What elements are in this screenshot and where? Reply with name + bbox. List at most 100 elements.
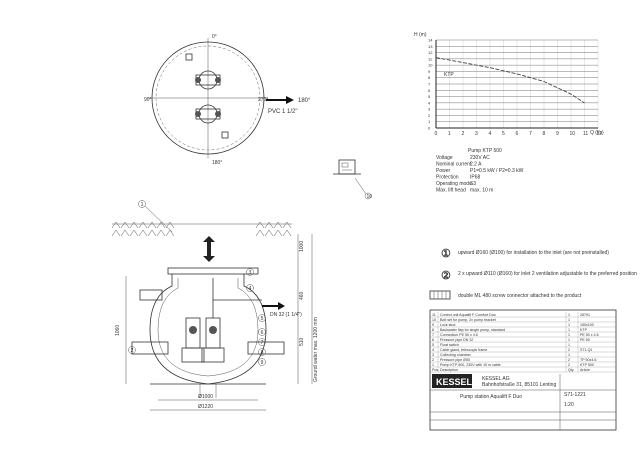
parts-name: Lock stud: [440, 323, 455, 327]
parts-article: 28791: [580, 313, 590, 317]
base-flange-left: [131, 341, 169, 355]
parts-pos: 10: [432, 318, 436, 322]
ground-hatch-mark: [282, 221, 292, 229]
section-callout-circle: [258, 328, 266, 336]
parts-pos: Pos.: [432, 368, 439, 372]
parts-qty: Qty.: [568, 368, 574, 372]
chart-x-tick: 11: [583, 131, 588, 137]
parts-article: 150x100: [580, 323, 594, 327]
ground-hatch-mark: [120, 221, 130, 229]
spec-value: S3: [470, 181, 476, 187]
spec-label: Max. lift head: [436, 188, 466, 194]
parts-article: KTP 500: [580, 363, 594, 367]
chart-y-tick: 7: [428, 82, 431, 87]
parts-article: PE 50 x 4.6: [580, 333, 599, 337]
parts-pos: 4: [432, 348, 434, 352]
section-callout-number: 5: [261, 316, 264, 322]
flow-arrow-down-icon: [203, 256, 215, 262]
ground-hatch-mark: [273, 229, 283, 237]
parts-pos: 6: [432, 338, 434, 342]
dim-top: 1000: [299, 241, 305, 252]
chart-x-tick: 7: [529, 131, 532, 137]
dim-inner-diameter: Ø1000: [198, 394, 213, 400]
ground-hatch-mark: [264, 229, 274, 237]
ground-hatch-mark: [129, 229, 139, 237]
pump-top-1: [195, 70, 221, 90]
parts-qty: 2: [568, 348, 570, 352]
section-callout-number: 6: [261, 330, 264, 336]
section-callout-number: 9: [261, 360, 264, 366]
screw-connector-icon: [429, 290, 451, 300]
dim-base: 510: [299, 337, 305, 346]
parts-pos: 11: [432, 313, 436, 317]
drawing-scale: 1:20: [564, 402, 574, 408]
parts-pos: 2: [432, 358, 434, 362]
parts-name: Pump KTP 500, 230V with 10 m cable: [440, 363, 501, 367]
spec-value: 2.2 A: [470, 162, 482, 168]
ground-hatch-mark: [120, 229, 130, 237]
chart-x-tick: 4: [489, 131, 492, 137]
parts-article: PE 50: [580, 338, 590, 342]
section-callout-number: 3: [249, 270, 252, 276]
ground-hatch-mark: [165, 221, 175, 229]
parts-name: Bolt set for pump, 2x pump bracket: [440, 318, 496, 322]
chart-y-tick: 2: [428, 113, 431, 118]
section-callout-circle: [258, 358, 266, 366]
top-view: 0° 180° 90° 270° 180° PVC 1 1/2": [144, 34, 311, 166]
outlet-angle-label: 180°: [298, 98, 311, 104]
parts-name: Backwater flap for single pump, standard: [440, 328, 505, 332]
parts-pos: 8: [432, 328, 434, 332]
spec-value: 230V AC: [470, 155, 490, 161]
parts-qty: 1: [568, 328, 570, 332]
chart-x-tick: 5: [502, 131, 505, 137]
chart-x-tick: 2: [462, 131, 465, 137]
ground-hatch-mark: [138, 221, 148, 229]
parts-name: Cable gland, telescopic frame: [440, 348, 487, 352]
angle-top: 0°: [212, 34, 217, 40]
angle-bottom: 180°: [212, 160, 222, 166]
ground-hatch-mark: [165, 229, 175, 237]
chart-x-tick: 9: [556, 131, 559, 137]
spec-value: IP68: [470, 175, 481, 181]
parts-name: Collecting chamber: [440, 353, 472, 357]
outlet-pipe-label: PVC 1 1/2": [268, 109, 297, 115]
chart-y-tick: 8: [428, 75, 431, 80]
chart-x-axis-label: Q (l/s): [590, 130, 604, 136]
parts-qty: 1: [568, 343, 570, 347]
control-box-callout-circle: [364, 192, 372, 200]
control-box-callout: 10: [367, 194, 373, 200]
parts-name: Float switch: [440, 343, 459, 347]
parts-qty: 2: [568, 363, 570, 367]
chart-y-tick: 4: [428, 100, 431, 105]
top-view-vent-marker: [221, 131, 229, 139]
ground-hatch-mark: [147, 229, 157, 237]
kessel-logo-mark: [432, 374, 472, 388]
outlet-arrow-icon: [286, 96, 294, 104]
spec-label: Power: [436, 168, 451, 174]
chart-y-tick: 9: [428, 69, 431, 74]
ground-hatch-mark: [156, 229, 166, 237]
note-2: ② 2 x upward Ø110 (Ø160) for inlet 2 ven…: [441, 270, 637, 282]
pump-section-1: [181, 317, 205, 363]
note-2-text: 2 x upward Ø110 (Ø160) for inlet 2 venti…: [458, 271, 637, 277]
section-callout-circle: [246, 284, 254, 292]
parts-name: Pressure pipe Ø50: [440, 358, 470, 362]
parts-pos: 1: [432, 363, 434, 367]
parts-list-frame: [429, 309, 617, 431]
pump-top-2: [195, 104, 221, 124]
notes: ① upward Ø160 (Ø100) for installation to…: [429, 248, 637, 300]
chart-y-axis-label: H (m): [414, 32, 427, 38]
title-block: KESSEL KESSEL AG Bahnhofstraße 31, 85101…: [430, 374, 616, 430]
spec-label: Operating mode: [436, 181, 472, 187]
parts-name: Control unit Aqualift F Comfort Duo: [440, 313, 496, 317]
chart-y-tick: 14: [428, 38, 433, 43]
chart-x-tick: 10: [570, 131, 576, 137]
spec-value: max. 10 m: [470, 188, 493, 194]
brand-logo: KESSEL: [436, 377, 473, 387]
chart-y-tick: 1: [428, 119, 431, 124]
parts-pos: 3: [432, 353, 434, 357]
